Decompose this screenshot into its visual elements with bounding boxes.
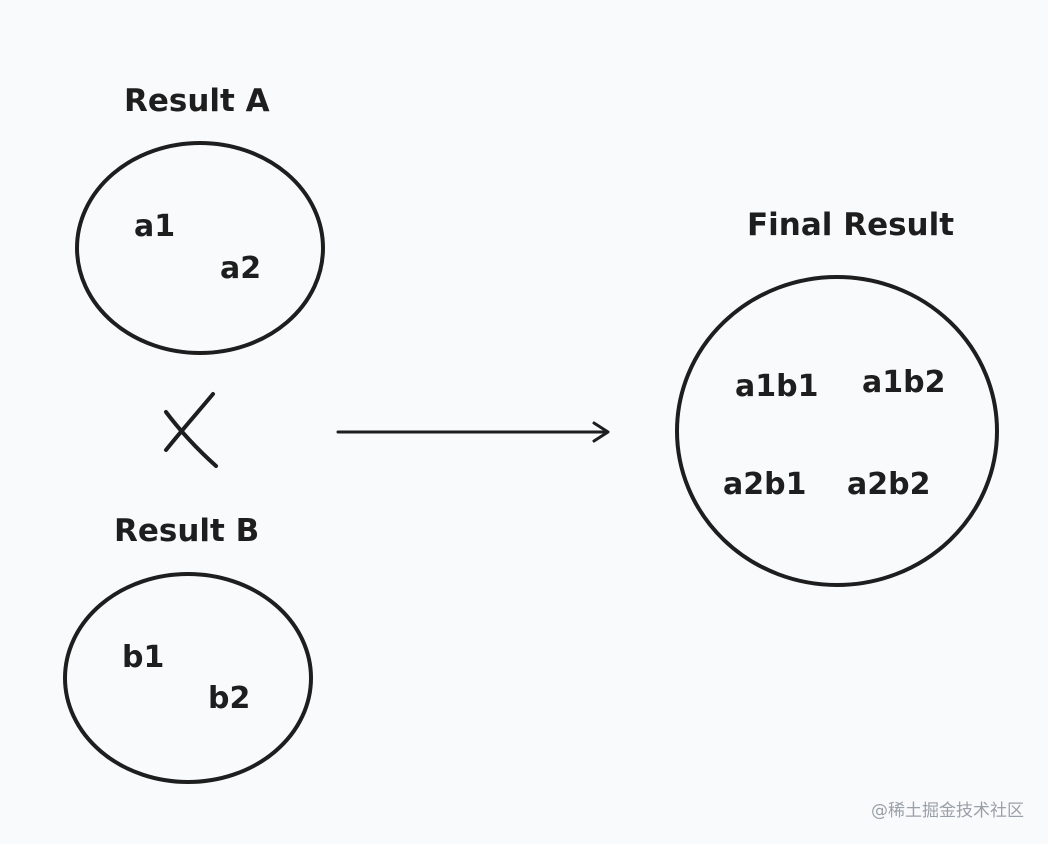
final-item-a2b1: a2b1: [723, 467, 806, 502]
result-b-set: [63, 572, 313, 784]
cross-product-icon: [164, 392, 218, 468]
final-item-a1b1: a1b1: [735, 369, 818, 404]
result-a-title: Result A: [124, 83, 270, 119]
result-b-title: Result B: [114, 513, 259, 549]
result-b-item-b2: b2: [208, 681, 250, 716]
final-result-title: Final Result: [747, 207, 954, 243]
result-a-item-a2: a2: [220, 251, 261, 286]
result-a-set: [75, 141, 325, 355]
result-a-item-a1: a1: [134, 209, 175, 244]
final-item-a2b2: a2b2: [847, 467, 930, 502]
result-b-item-b1: b1: [122, 640, 164, 675]
arrow-right-icon: [336, 421, 610, 443]
final-item-a1b2: a1b2: [862, 365, 945, 400]
watermark-text: @稀土掘金技术社区: [871, 801, 1024, 821]
final-result-set: [675, 275, 999, 587]
